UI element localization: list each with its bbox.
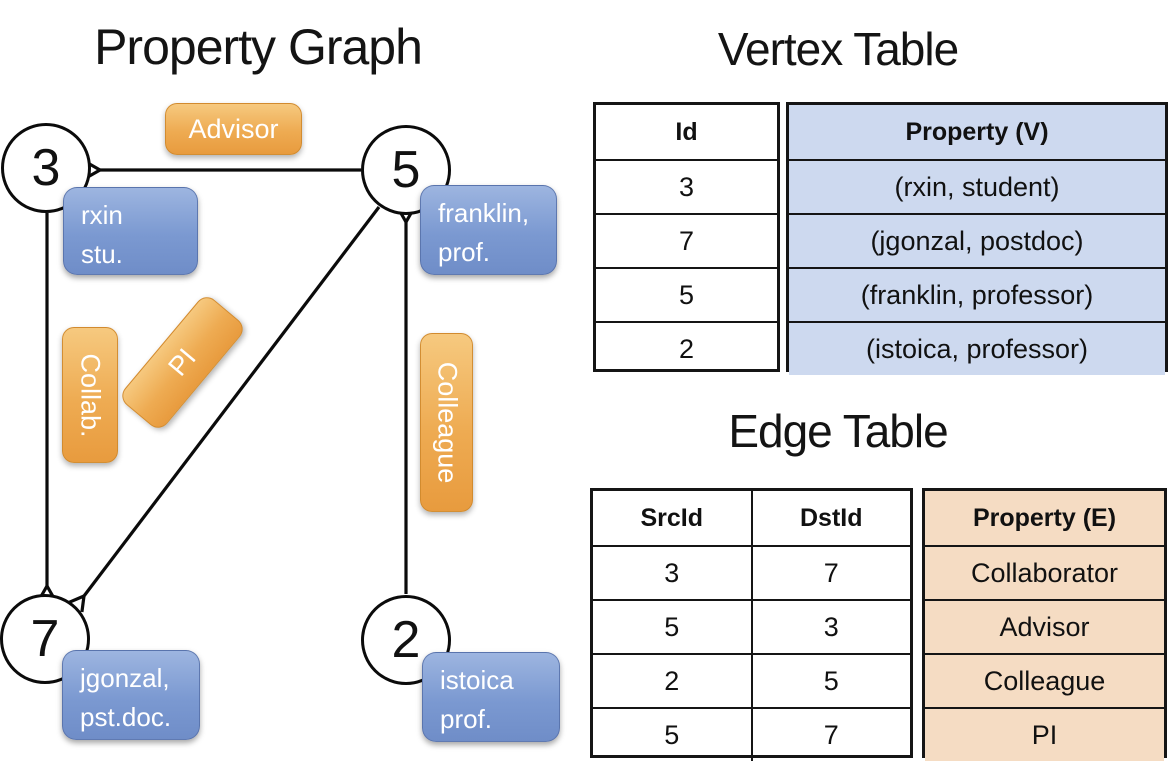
vertex-table-property-column: Property (V) (rxin, student) (jgonzal, p… bbox=[786, 102, 1168, 375]
edge-table-srcid-cell: 5 bbox=[664, 611, 680, 642]
vertex-table-property-cell: (franklin, professor) bbox=[789, 267, 1165, 321]
edge-table-header-dstid: DstId bbox=[750, 491, 911, 545]
edge-pi-arrow bbox=[84, 206, 381, 596]
vertex-node-7-id: 7 bbox=[30, 610, 60, 668]
edge-table-property-cell: Collaborator bbox=[925, 545, 1164, 599]
vertex-property-box-3: rxin stu. bbox=[63, 187, 198, 275]
vertex-node-5-id: 5 bbox=[391, 141, 421, 199]
vertex-property-5-line2: prof. bbox=[438, 237, 491, 267]
edge-table-dstid-cell: 7 bbox=[750, 709, 911, 761]
edge-table-property-cell: Advisor bbox=[925, 599, 1164, 653]
edge-table-id-columns: SrcId DstId 3 7 5 3 2 5 5 7 bbox=[590, 488, 913, 761]
vertex-node-2: 2 bbox=[361, 595, 451, 685]
edge-table-header-srcid: SrcId bbox=[640, 503, 704, 532]
edge-label-advisor: Advisor bbox=[165, 103, 302, 155]
edge-label-colleague-text: Colleague bbox=[432, 361, 462, 484]
edge-label-collab-text: Collab. bbox=[75, 352, 106, 438]
edge-table-dstid-cell: 7 bbox=[750, 547, 911, 599]
vertex-table-property-cell: (jgonzal, postdoc) bbox=[789, 213, 1165, 267]
vertex-table-id-cell: 5 bbox=[596, 267, 777, 321]
graph-edges-canvas bbox=[0, 0, 585, 760]
vertex-property-box-2: istoica prof. bbox=[422, 652, 560, 742]
vertex-property-3-line2: stu. bbox=[81, 239, 123, 269]
vertex-property-2-line2: prof. bbox=[440, 704, 493, 734]
edge-label-collab: Collab. bbox=[62, 327, 118, 463]
vertex-table-id-cell: 3 bbox=[596, 159, 777, 213]
edge-label-colleague: Colleague bbox=[420, 333, 473, 512]
edge-table-srcid-cell: 3 bbox=[664, 557, 680, 588]
vertex-property-7-line2: pst.doc. bbox=[80, 702, 172, 732]
vertex-table-title: Vertex Table bbox=[717, 23, 959, 75]
vertex-table-header-id: Id bbox=[675, 117, 698, 146]
edge-table-dstid-cell: 5 bbox=[750, 655, 911, 707]
vertex-table-id-cell: 2 bbox=[596, 321, 777, 375]
edge-table-property-cell: Colleague bbox=[925, 653, 1164, 707]
vertex-table-id-cell: 7 bbox=[596, 213, 777, 267]
edge-table-srcid-cell: 5 bbox=[664, 719, 680, 750]
edge-label-pi-text: PI bbox=[162, 342, 202, 382]
vertex-table-property-cell: (istoica, professor) bbox=[789, 321, 1165, 375]
vertex-table-id-column: Id 3 7 5 2 bbox=[593, 102, 780, 372]
edge-table-srcid-cell: 2 bbox=[664, 665, 680, 696]
property-graph-title: Property Graph bbox=[94, 19, 423, 75]
vertex-property-7-line1: jgonzal, bbox=[80, 663, 170, 693]
vertex-table-header-property: Property (V) bbox=[789, 105, 1165, 159]
edge-table-title: Edge Table bbox=[728, 405, 948, 457]
vertex-node-3-id: 3 bbox=[31, 139, 61, 197]
vertex-property-box-7: jgonzal, pst.doc. bbox=[62, 650, 200, 740]
vertex-property-2-line1: istoica bbox=[440, 665, 514, 695]
edge-label-advisor-text: Advisor bbox=[188, 113, 279, 144]
vertex-node-2-id: 2 bbox=[391, 611, 421, 669]
vertex-property-3-line1: rxin bbox=[81, 200, 123, 230]
edge-table-header-property: Property (E) bbox=[925, 491, 1164, 545]
edge-table-property-cell: PI bbox=[925, 707, 1164, 761]
vertex-property-5-line1: franklin, bbox=[438, 198, 530, 228]
edge-table-dstid-cell: 3 bbox=[750, 601, 911, 653]
edge-table-property-column: Property (E) Collaborator Advisor Collea… bbox=[922, 488, 1167, 761]
vertex-property-box-5: franklin, prof. bbox=[420, 185, 557, 275]
vertex-table-property-cell: (rxin, student) bbox=[789, 159, 1165, 213]
